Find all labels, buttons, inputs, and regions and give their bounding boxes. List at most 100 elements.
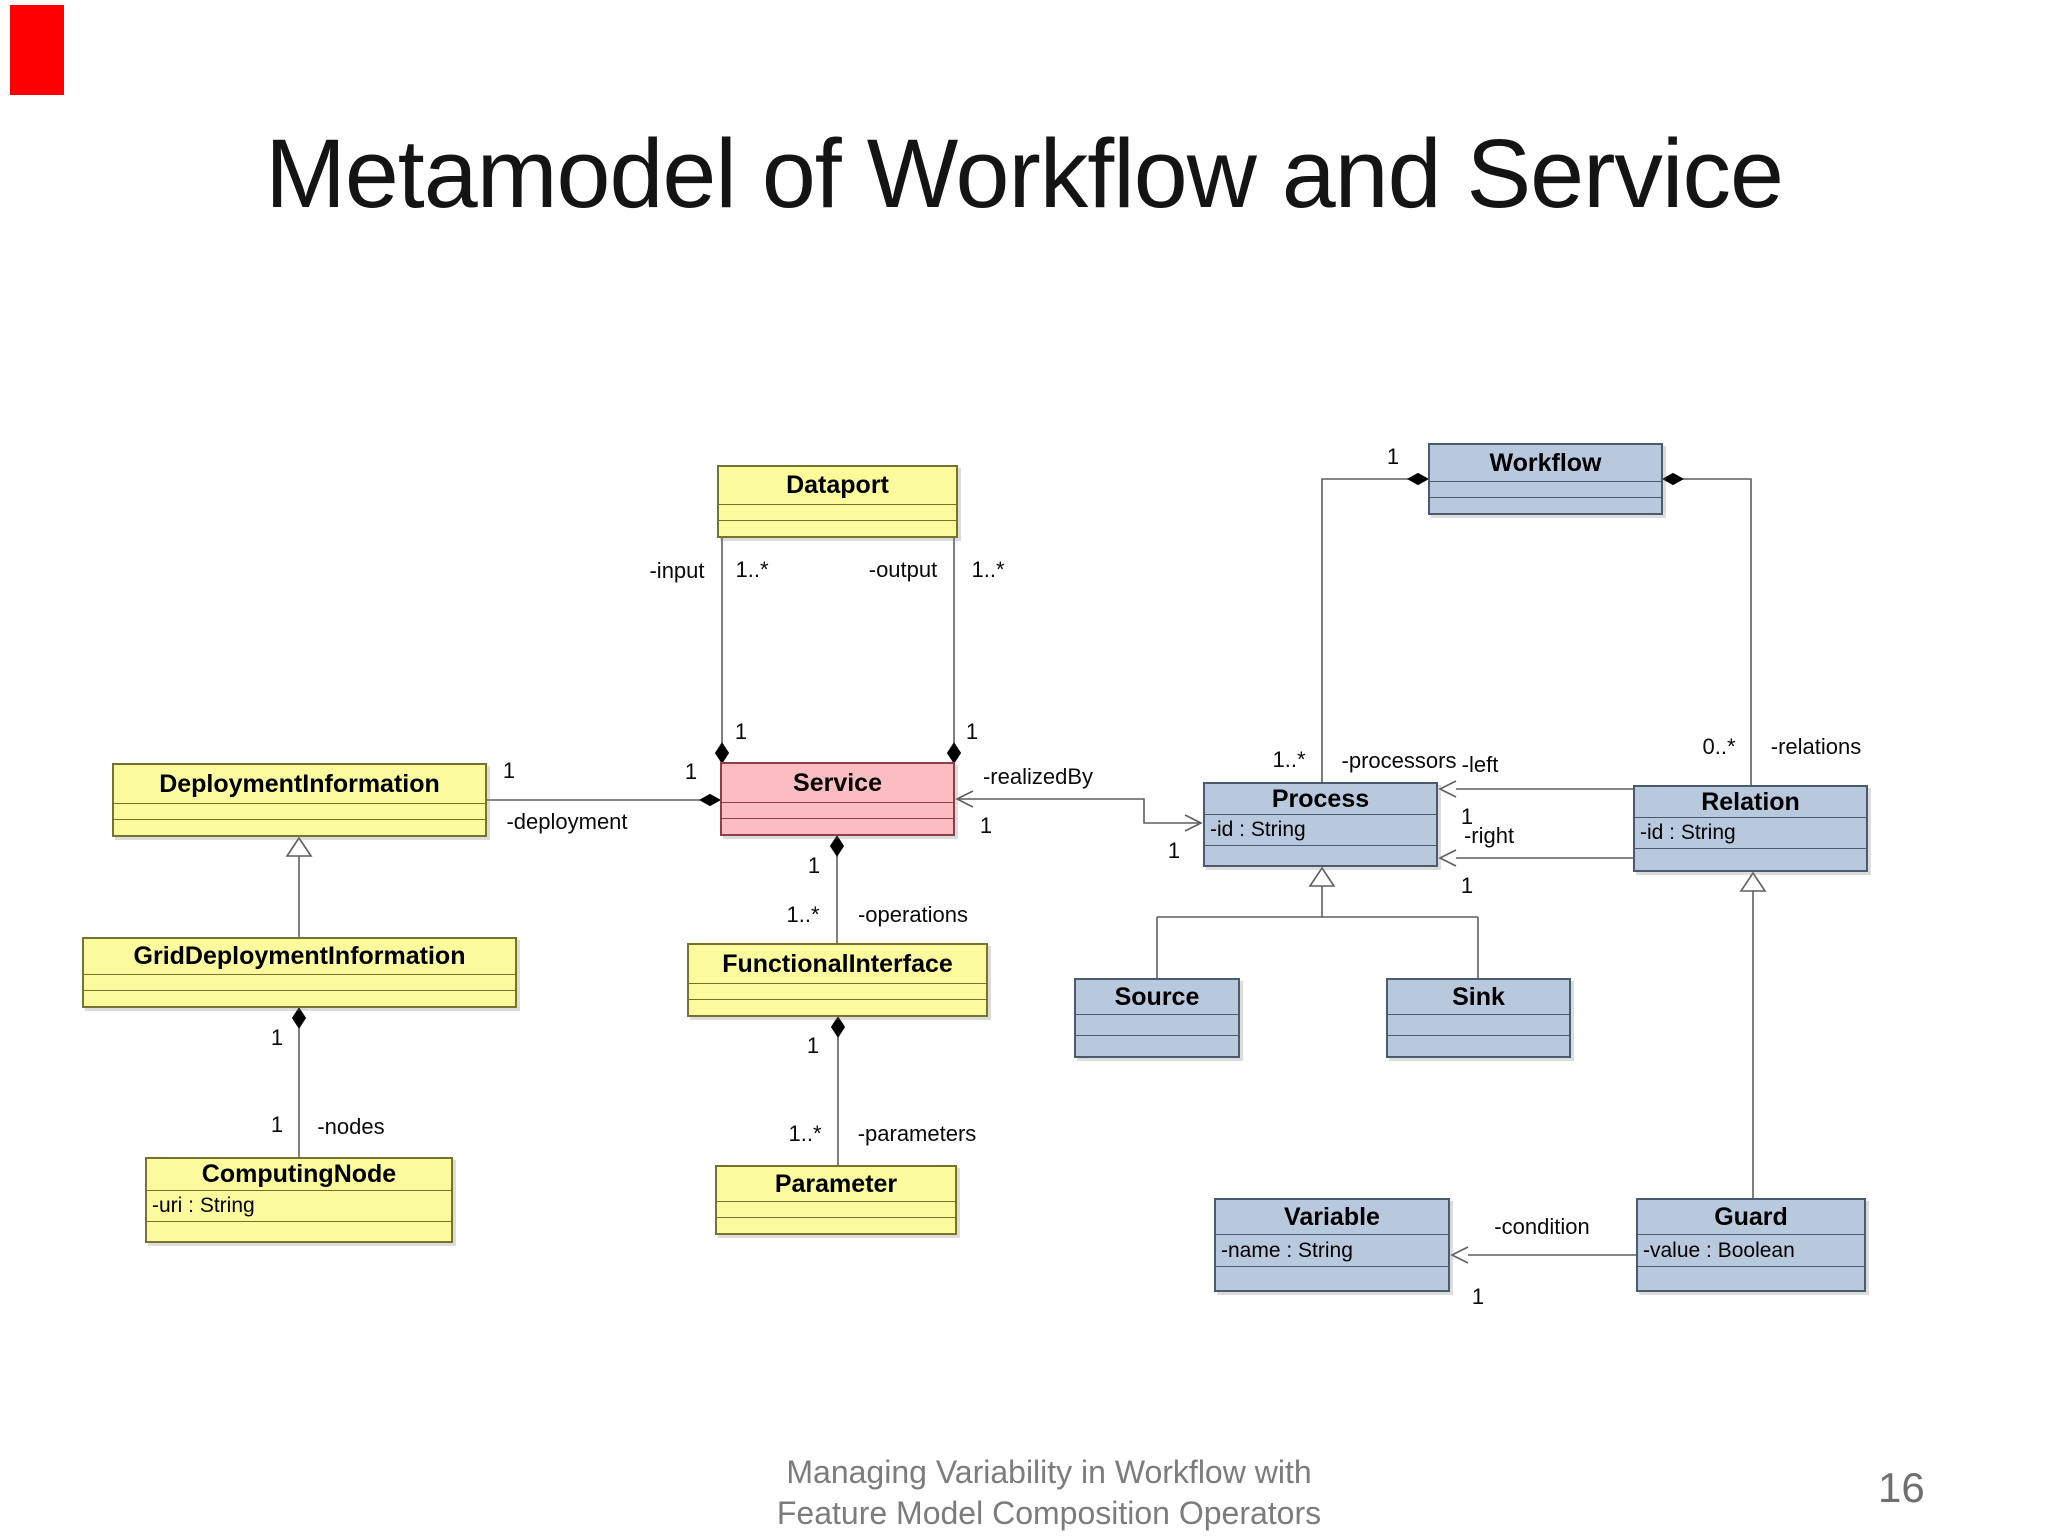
label-left-role: -left <box>1461 752 1499 777</box>
parameters-diamond-icon <box>830 1016 846 1038</box>
label-right-multiplicity: 1 <box>1460 873 1474 898</box>
operations-compartment <box>1635 848 1866 870</box>
operations-compartment <box>1638 1266 1864 1290</box>
label-operations-role: -operations <box>857 902 969 927</box>
label-realizedby-source-multiplicity: 1 <box>979 813 993 838</box>
class-title: Dataport <box>786 471 889 499</box>
composition-diamonds <box>291 472 1685 1038</box>
nodes-diamond-icon <box>291 1007 307 1029</box>
class-box-sink: Sink <box>1386 978 1571 1058</box>
attributes-compartment <box>1388 1014 1569 1035</box>
label-right-role: -right <box>1463 823 1515 848</box>
label-operations-multiplicity: 1..* <box>786 902 820 927</box>
operations-compartment <box>1205 845 1436 865</box>
attributes-compartment <box>719 504 956 520</box>
operations-compartment <box>1430 497 1661 513</box>
label-realizedby-role: -realizedBy <box>982 764 1094 789</box>
class-title: ComputingNode <box>201 1160 397 1188</box>
operations-compartment <box>1076 1035 1238 1056</box>
operations-compartment <box>719 520 956 536</box>
class-box-variable: Variable -name : String <box>1214 1198 1450 1292</box>
class-box-source: Source <box>1074 978 1240 1058</box>
right-arrow-icon <box>1438 849 1457 867</box>
label-left-multiplicity: 1 <box>1460 804 1474 829</box>
condition-arrow-icon <box>1450 1246 1469 1264</box>
attributes-compartment: -id : String <box>1205 814 1436 845</box>
class-box-process: Process -id : String <box>1203 782 1438 867</box>
class-title: Parameter <box>774 1169 898 1198</box>
recording-indicator <box>10 5 64 95</box>
class-title: Process <box>1271 784 1370 813</box>
generalization-triangles <box>285 836 1767 892</box>
realizedby-association-line <box>957 798 1201 824</box>
relation-triangle-icon <box>1739 871 1767 892</box>
attributes-compartment: -id : String <box>1635 817 1866 848</box>
class-box-service: Service <box>720 762 955 836</box>
class-box-workflow: Workflow <box>1428 443 1663 515</box>
class-box-guard: Guard -value : Boolean <box>1636 1198 1866 1292</box>
deploymentinformation-triangle-icon <box>285 836 313 857</box>
class-title: DeploymentInformation <box>159 769 440 798</box>
label-nodes-role: -nodes <box>317 1114 385 1139</box>
attributes-compartment <box>1076 1014 1238 1035</box>
relations-association-line <box>1683 478 1752 785</box>
class-title: GridDeploymentInformation <box>133 942 466 970</box>
operations-compartment <box>114 819 485 835</box>
footer-line-1: Managing Variability in Workflow with <box>786 1454 1312 1490</box>
label-processors-role: -processors <box>1341 748 1457 773</box>
class-box-relation: Relation -id : String <box>1633 785 1868 872</box>
label-deployment-target-multiplicity: 1 <box>684 759 698 784</box>
label-parameters-multiplicity: 1..* <box>788 1121 822 1146</box>
class-title: Workflow <box>1489 448 1602 477</box>
class-title: Guard <box>1714 1202 1788 1231</box>
label-deployment-role: -deployment <box>506 809 628 834</box>
association-lines <box>298 478 1754 1256</box>
label-input-role: -input <box>649 558 705 583</box>
label-parameters-source-multiplicity: 1 <box>806 1033 820 1058</box>
operations-compartment <box>84 990 515 1006</box>
label-input-target-multiplicity: 1 <box>734 719 748 744</box>
processors-diamond-icon <box>1406 472 1430 486</box>
attributes-compartment <box>722 802 953 818</box>
realizedby-arrow-to-process-icon <box>1184 814 1203 832</box>
open-arrowheads <box>955 780 1469 1264</box>
processors-association-line <box>1321 478 1408 782</box>
label-operations-source-multiplicity: 1 <box>807 853 821 878</box>
attributes-compartment: -name : String <box>1216 1234 1448 1266</box>
class-title: Variable <box>1284 1202 1380 1231</box>
operations-compartment <box>722 818 953 834</box>
label-processors-multiplicity: 1..* <box>1272 747 1306 772</box>
operations-compartment <box>689 999 986 1015</box>
label-realizedby-target-multiplicity: 1 <box>1167 838 1181 863</box>
label-deployment-source-multiplicity: 1 <box>502 758 516 783</box>
label-nodes-source-multiplicity: 1 <box>270 1025 284 1050</box>
class-title: Sink <box>1452 982 1505 1011</box>
class-box-dataport: Dataport <box>717 465 958 538</box>
class-box-deployment-information: DeploymentInformation <box>112 763 487 837</box>
class-box-computing-node: ComputingNode -uri : String <box>145 1157 453 1243</box>
label-output-multiplicity: 1..* <box>971 557 1005 582</box>
deployment-diamond-icon <box>698 793 722 807</box>
page-number: 16 <box>1878 1464 1925 1511</box>
attributes-compartment: -uri : String <box>147 1190 451 1221</box>
attributes-compartment <box>717 1201 955 1217</box>
label-relations-role: -relations <box>1770 734 1862 759</box>
realizedby-arrow-to-service-icon <box>955 790 974 808</box>
label-parameters-role: -parameters <box>857 1121 977 1146</box>
operations-compartment <box>1216 1266 1448 1290</box>
label-condition-role: -condition <box>1494 1214 1590 1239</box>
operations-compartment <box>1388 1035 1569 1056</box>
label-relations-multiplicity: 0..* <box>1702 734 1736 759</box>
slide-footer: Managing Variability in Workflow with Fe… <box>574 1452 1524 1534</box>
relations-diamond-icon <box>1661 472 1685 486</box>
operations-diamond-icon <box>829 835 845 857</box>
operations-compartment <box>717 1217 955 1233</box>
attributes-compartment <box>1430 481 1661 497</box>
attributes-compartment <box>84 974 515 990</box>
slide-title: Metamodel of Workflow and Service <box>265 119 1784 228</box>
output-diamond-icon <box>946 742 962 764</box>
class-title: Service <box>793 768 882 797</box>
label-output-role: -output <box>868 557 938 582</box>
